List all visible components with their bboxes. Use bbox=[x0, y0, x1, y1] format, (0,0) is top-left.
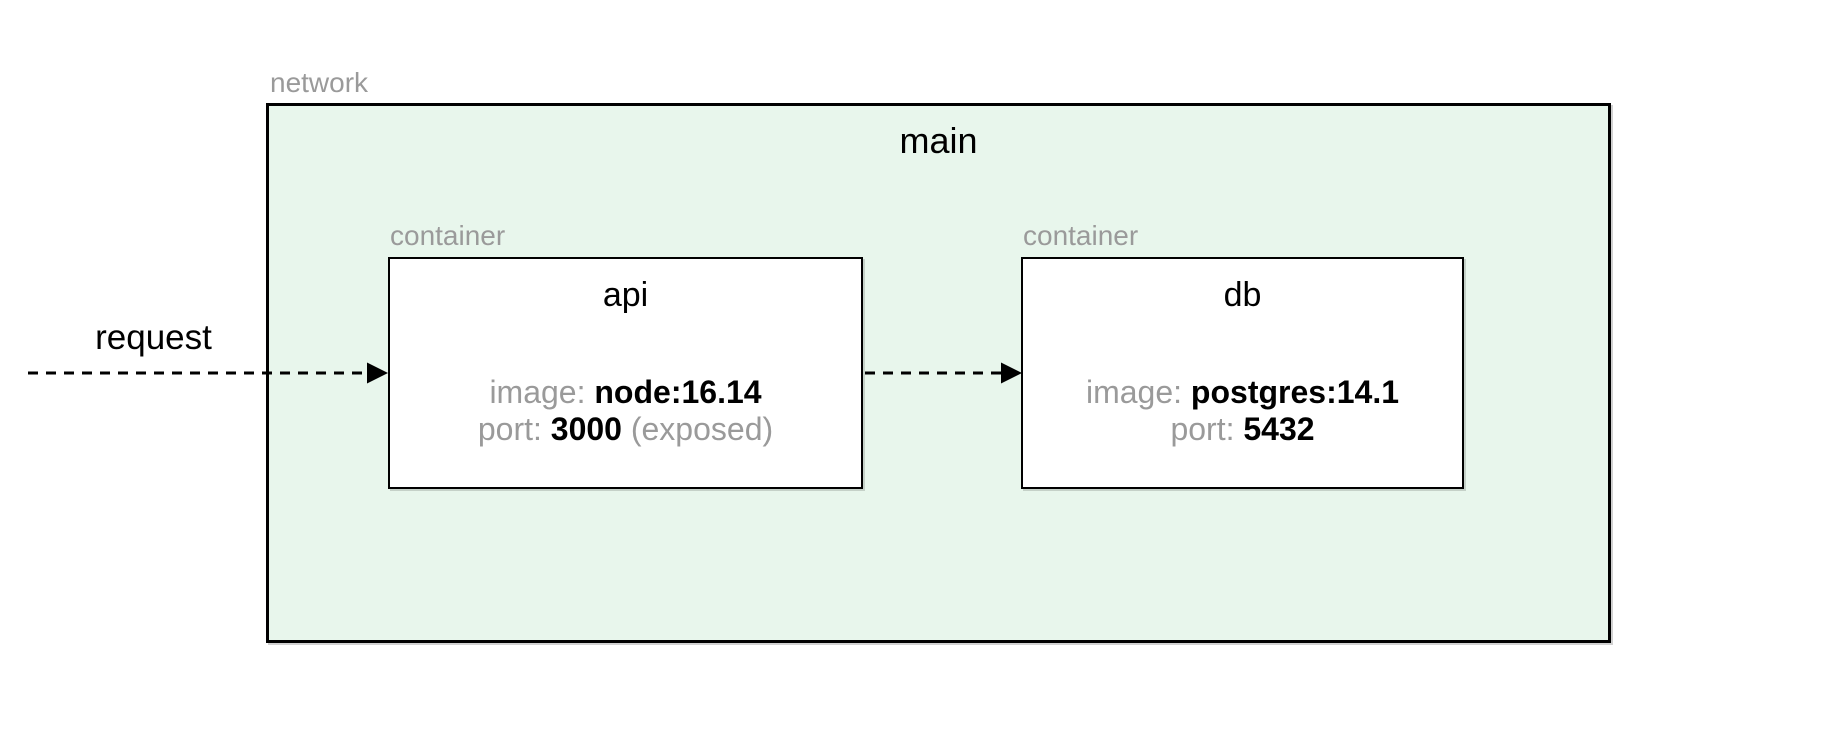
container-api-title: api bbox=[602, 276, 649, 314]
container-db-box bbox=[1021, 257, 1464, 489]
container-api-box bbox=[388, 257, 863, 489]
db-port-attr: port: 5432 bbox=[1021, 411, 1464, 448]
container-db-attributes: image: postgres:14.1 port: 5432 bbox=[1021, 374, 1464, 448]
attr-value: 3000 bbox=[541, 411, 622, 447]
container-db-title: db bbox=[1223, 276, 1262, 314]
network-type-label: network bbox=[270, 67, 369, 98]
network-title: main bbox=[899, 120, 978, 161]
request-edge-label: request bbox=[95, 318, 212, 357]
attr-suffix: (exposed) bbox=[621, 411, 774, 447]
db-image-attr: image: postgres:14.1 bbox=[1021, 374, 1464, 411]
attr-key: port: bbox=[1170, 411, 1235, 447]
container-api-type-label: container bbox=[390, 220, 506, 251]
attr-value: node:16.14 bbox=[585, 374, 762, 410]
attr-key: image: bbox=[489, 374, 586, 410]
container-api-attributes: image: node:16.14 port: 3000 (exposed) bbox=[388, 374, 863, 448]
container-db-type-label: container bbox=[1023, 220, 1139, 251]
attr-value: postgres:14.1 bbox=[1182, 374, 1399, 410]
attr-value: 5432 bbox=[1234, 411, 1315, 447]
api-port-attr: port: 3000 (exposed) bbox=[388, 411, 863, 448]
api-image-attr: image: node:16.14 bbox=[388, 374, 863, 411]
attr-key: port: bbox=[477, 411, 542, 447]
attr-key: image: bbox=[1085, 374, 1183, 410]
